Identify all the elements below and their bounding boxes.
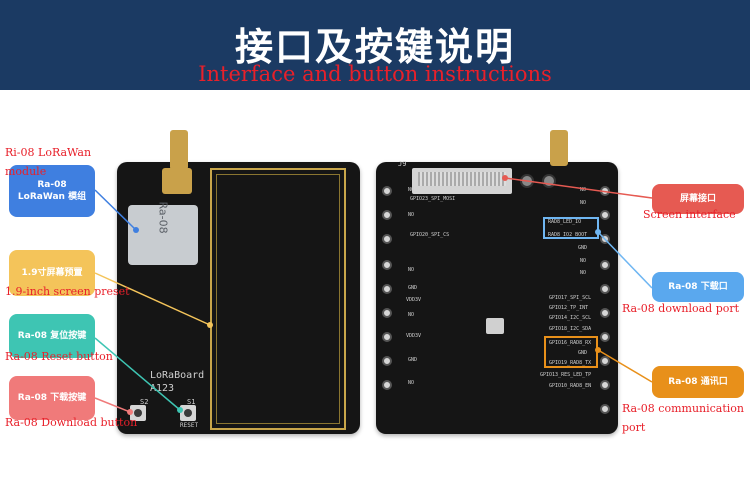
pin-pad (600, 356, 610, 366)
silk-no-l3: NO (408, 267, 415, 273)
silk-no-r1: NO (580, 187, 587, 193)
pin-pad (600, 308, 610, 318)
comm-port-label: Ra-08 通讯口 (652, 366, 744, 398)
screen-fpc-pins (418, 172, 506, 186)
download-port-label: Ra-08 下载口 (652, 272, 744, 302)
screen-interface-caption: Screen interface (643, 208, 736, 221)
pin-pad (600, 332, 610, 342)
download-port-highlight (543, 217, 599, 239)
silk-no-r4: NO (580, 270, 587, 276)
download-button-label: Ra-08 下载按键 (9, 376, 95, 420)
download-button-caption: Ra-08 Download button (5, 416, 138, 429)
board-code-silk: A123 (150, 383, 175, 394)
left-antenna-base (162, 168, 192, 194)
pin-pad (600, 210, 610, 220)
board-name-silk: LoRaBoard (150, 370, 205, 381)
reset-button-switch[interactable] (180, 405, 196, 421)
ic-chip (486, 318, 504, 334)
pin-pad (382, 210, 392, 220)
lora-module-caption-2: module (5, 165, 47, 178)
silk-i2c-scl: GPIO14_I2C_SCL (549, 315, 592, 321)
silk-gnd-r1: GND (578, 245, 588, 251)
silk-vdd2: VDD3V (406, 333, 422, 339)
silk-spi-scl: GPIO17_SPI_SCL (549, 295, 592, 301)
silk-gnd-l2: GND (408, 357, 418, 363)
page-title: 接口及按键说明 (234, 25, 515, 69)
silk-cs: GPIO20_SPI_CS (410, 232, 450, 238)
silk-mosi: GPIO23_SPI_MOSI (410, 196, 456, 202)
silk-led-io: RAD8_LED_IO (548, 219, 582, 225)
header-banner (0, 0, 750, 90)
silk-rx: GPIO16_RAD8_RX (549, 340, 592, 346)
pin-pad (382, 234, 392, 244)
silk-gnd-r2: GND (578, 350, 588, 356)
j9-silk: J9 (398, 160, 407, 168)
pin-pad (382, 380, 392, 390)
screen-interface-label: 屏幕接口 (652, 184, 744, 214)
silk-no-l5: NO (408, 380, 415, 386)
silk-tp-int: GPIO12_TP_INT (549, 305, 589, 311)
reset-button-caption: Ra-08 Reset button (5, 350, 113, 363)
page-subtitle: Interface and button instructions (198, 62, 552, 86)
right-antenna-connector (550, 130, 568, 166)
silk-res-led: GPIO13_RES_LED_TP (540, 372, 592, 378)
pin-pad (600, 404, 610, 414)
pin-pad (382, 308, 392, 318)
silk-en: GPIO10_RAD8_EN (549, 383, 592, 389)
silk-vdd1: VDD3V (406, 297, 422, 303)
lora-module-caption: Ri-08 LoRaWan (5, 146, 92, 159)
lora-module-label: Ra-08 LoRaWan 模组 (9, 165, 95, 217)
silk-no-l4: NO (408, 312, 415, 318)
pin-pad (382, 260, 392, 270)
s2-silk: S2 (140, 398, 149, 406)
silk-gnd-l1: GND (408, 285, 418, 291)
comm-port-caption: Ra-08 communication port (622, 402, 744, 434)
screen-preset-caption: 1.9-inch screen preset (5, 285, 130, 298)
silk-no-l1: NO (408, 187, 415, 193)
screen-preset-area (210, 168, 346, 430)
silk-no-r3: NO (580, 258, 587, 264)
download-port-caption: Ra-08 download port (622, 302, 740, 315)
left-antenna-connector (170, 130, 188, 170)
reset-silk: RESET (180, 422, 199, 429)
pin-pad (600, 284, 610, 294)
silk-no-l2: NO (408, 212, 415, 218)
lora-module-chip (128, 205, 198, 265)
download-button-switch[interactable] (130, 405, 146, 421)
silk-i2c-sda: GPIO18_I2C_SDA (549, 326, 592, 332)
silk-tx: GPIO19_RAD8_TX (549, 360, 592, 366)
right-board (376, 162, 618, 434)
pin-pad (382, 186, 392, 196)
silk-no-r2: NO (580, 200, 587, 206)
pin-pad (382, 284, 392, 294)
screen-preset-label: 1.9寸屏幕预置 (9, 250, 95, 296)
s1-silk: S1 (187, 398, 196, 406)
reset-button-label: Ra-08 复位按键 (9, 314, 95, 358)
pin-pad (600, 260, 610, 270)
pin-pad (600, 380, 610, 390)
silk-boot: RAD8_IO2_BOOT (548, 232, 588, 238)
pin-pad (382, 356, 392, 366)
pin-pad (382, 332, 392, 342)
